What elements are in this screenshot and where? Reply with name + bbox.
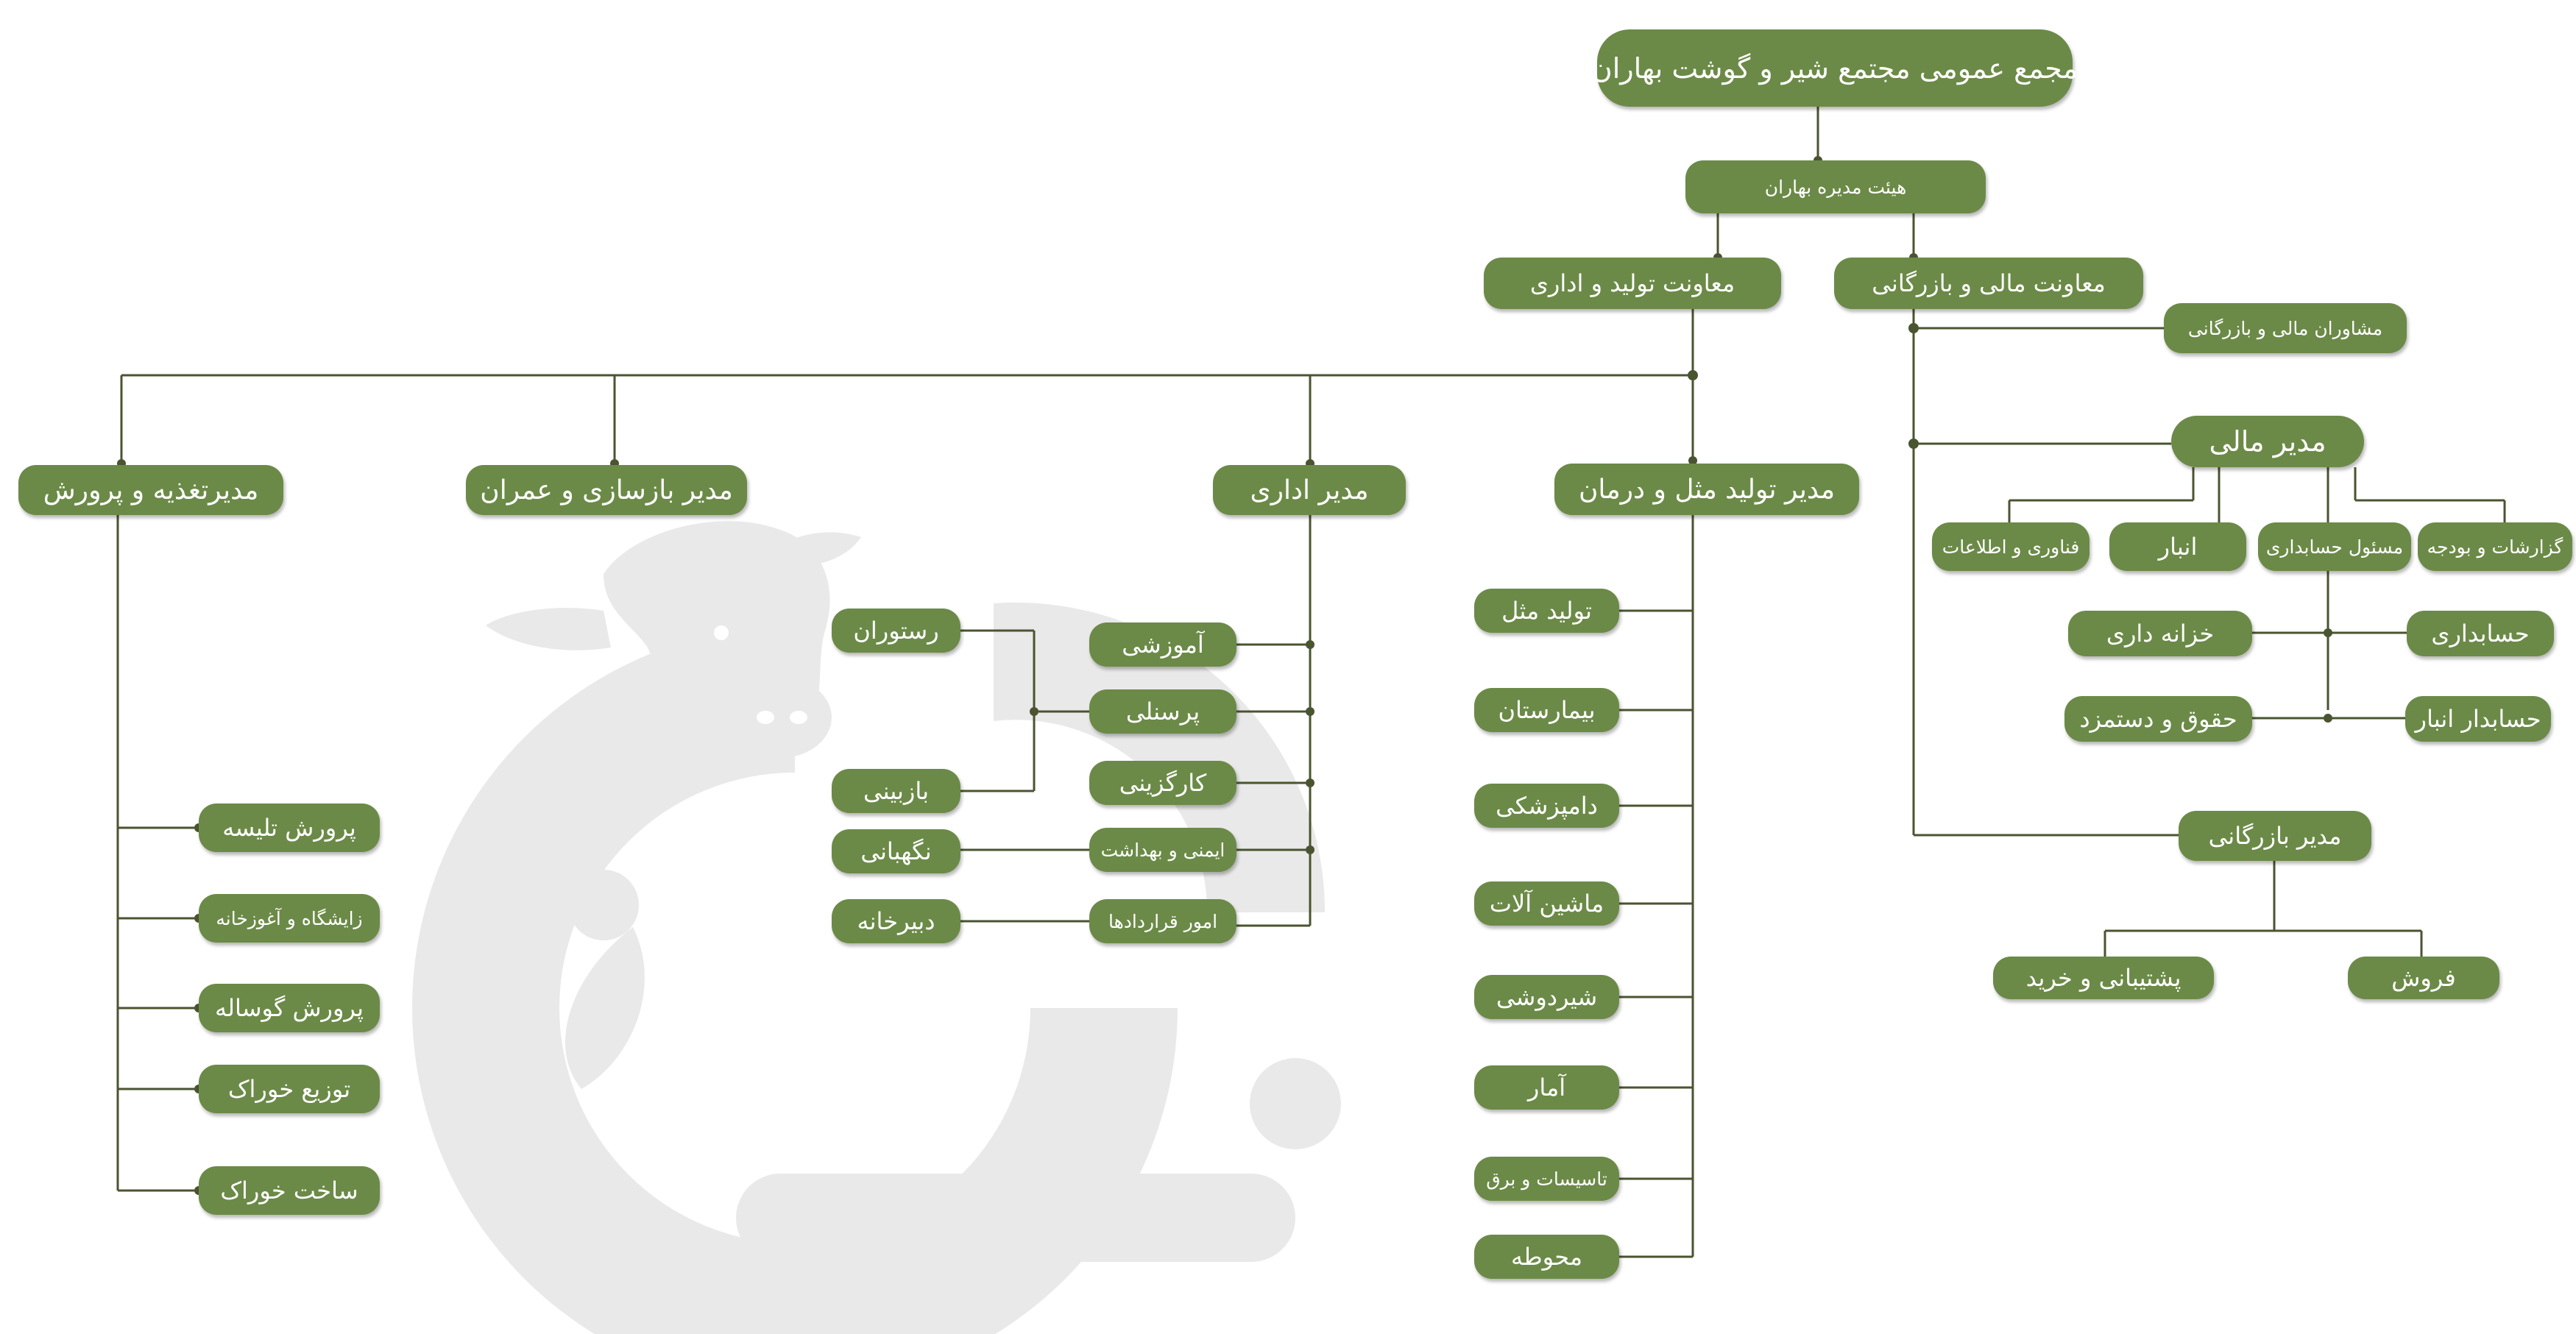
node-hospital[interactable]: بیمارستان — [1474, 688, 1619, 732]
node-vp-finance-commerce[interactable]: معاونت مالی و بازرگانی — [1834, 258, 2143, 309]
node-feed-distribution[interactable]: توزیع خوراک — [199, 1065, 380, 1113]
node-statistics[interactable]: آمار — [1474, 1065, 1619, 1110]
node-treasury[interactable]: خزانه داری — [2068, 611, 2252, 656]
node-safety-health[interactable]: ایمنی و بهداشت — [1089, 828, 1236, 872]
node-nutrition-manager[interactable]: مدیرتغذیه و پرورش — [18, 465, 283, 515]
node-calf-rearing[interactable]: پرورش گوساله — [199, 984, 380, 1032]
node-finance-manager[interactable]: مدیر مالی — [2171, 416, 2364, 467]
node-calving[interactable]: زایشگاه و آغوزخانه — [199, 894, 380, 943]
node-training[interactable]: آموزشی — [1089, 622, 1236, 667]
node-reports-budget[interactable]: گزارشات و بودجه — [2418, 522, 2572, 571]
node-vp-production-admin[interactable]: معاونت تولید و اداری — [1484, 258, 1781, 309]
node-premises[interactable]: محوطه — [1474, 1235, 1619, 1279]
node-warehouse-accountant[interactable]: حسابدار انبار — [2405, 696, 2551, 742]
node-commercial-manager[interactable]: مدیر بازرگانی — [2179, 811, 2371, 861]
node-machinery[interactable]: ماشین آلات — [1474, 881, 1619, 926]
node-contracts[interactable]: امور قراردادها — [1089, 899, 1236, 943]
node-board-of-directors[interactable]: هیئت مدیره بهاران — [1685, 160, 1986, 213]
node-veterinary[interactable]: دامپزشکی — [1474, 784, 1619, 828]
node-recruitment[interactable]: کارگزینی — [1089, 761, 1236, 805]
node-inspection[interactable]: بازبینی — [832, 769, 960, 813]
node-payroll[interactable]: حقوق و دستمزد — [2064, 696, 2252, 742]
node-general-assembly[interactable]: مجمع عمومی مجتمع شیر و گوشت بهاران — [1592, 29, 2078, 107]
node-admin-manager[interactable]: مدیر اداری — [1213, 465, 1406, 515]
node-warehouse[interactable]: انبار — [2109, 522, 2246, 571]
node-accounting-head[interactable]: مسئول حسابداری — [2258, 522, 2411, 571]
node-milking[interactable]: شیردوشی — [1474, 975, 1619, 1019]
node-accounting[interactable]: حسابداری — [2407, 611, 2554, 656]
node-secretariat[interactable]: دبیرخانه — [832, 899, 960, 943]
node-reproduction[interactable]: تولید مثل — [1474, 589, 1619, 633]
node-reconstruction-manager[interactable]: مدیر بازسازی و عمران — [466, 465, 747, 515]
node-security[interactable]: نگهبانی — [832, 829, 960, 873]
node-support-purchase[interactable]: پشتیبانی و خرید — [1993, 957, 2214, 999]
node-facilities[interactable]: تاسیسات و برق — [1474, 1157, 1619, 1201]
node-heifer-rearing[interactable]: پرورش تلیسه — [199, 803, 380, 852]
node-personnel[interactable]: پرسنلی — [1089, 689, 1236, 734]
node-production-manager[interactable]: مدیر تولید مثل و درمان — [1554, 464, 1859, 515]
node-it[interactable]: فناوری و اطلاعات — [1932, 522, 2090, 571]
node-restaurant[interactable]: رستوران — [832, 609, 960, 653]
node-feed-making[interactable]: ساخت خوراک — [199, 1166, 380, 1215]
node-financial-advisors[interactable]: مشاوران مالی و بازرگانی — [2164, 303, 2407, 353]
node-sales[interactable]: فروش — [2348, 957, 2499, 999]
